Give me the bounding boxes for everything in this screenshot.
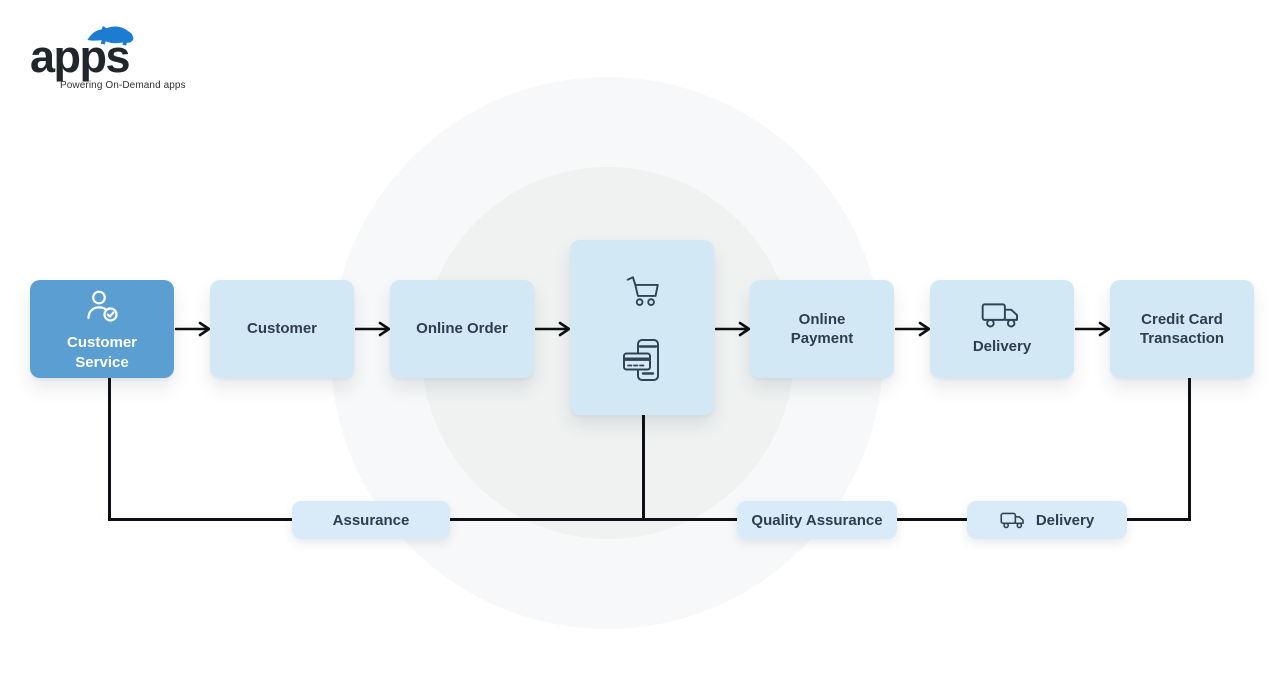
tag-label: Delivery bbox=[1035, 511, 1095, 529]
user-check-icon bbox=[87, 290, 118, 322]
brand-tagline: Powering On-Demand apps bbox=[60, 80, 186, 91]
flow-arrow-icon bbox=[175, 321, 211, 337]
connector-customer-service-down bbox=[108, 377, 111, 521]
mobile-payment-icon bbox=[623, 338, 659, 381]
delivery-truck-icon bbox=[981, 303, 1018, 328]
node-credit-card-transaction: Credit Card Transaction bbox=[1110, 280, 1254, 378]
node-cart-and-payment bbox=[570, 240, 714, 415]
flow-arrow-icon bbox=[895, 321, 931, 337]
node-delivery: Delivery bbox=[930, 280, 1074, 378]
node-label: Customer Service bbox=[66, 334, 137, 371]
flow-arrow-icon bbox=[355, 321, 391, 337]
rhino-logo-icon bbox=[87, 26, 134, 46]
tag-assurance: Assurance bbox=[292, 501, 450, 539]
node-customer: Customer bbox=[210, 280, 354, 378]
brand-name: apps bbox=[30, 31, 131, 82]
tag-delivery: Delivery bbox=[967, 501, 1127, 539]
tag-label: Assurance bbox=[332, 511, 410, 529]
brand-logo: apps Powering On-Demand apps bbox=[28, 18, 228, 96]
tag-label: Quality Assurance bbox=[751, 511, 883, 529]
node-label: Online Payment bbox=[790, 310, 854, 348]
connector-credit-card-down bbox=[1188, 377, 1191, 521]
tag-quality-assurance: Quality Assurance bbox=[737, 501, 897, 539]
flow-arrow-icon bbox=[715, 321, 751, 337]
connector-cart-box-down bbox=[642, 414, 645, 521]
flow-arrow-icon bbox=[1075, 321, 1111, 337]
node-online-order: Online Order bbox=[390, 280, 534, 378]
delivery-truck-icon bbox=[1000, 512, 1024, 528]
connector-bottom-horizontal bbox=[108, 518, 1191, 521]
flow-arrow-icon bbox=[535, 321, 571, 337]
node-label: Credit Card Transaction bbox=[1139, 310, 1225, 348]
shopping-cart-icon bbox=[626, 275, 659, 306]
node-label: Online Order bbox=[416, 320, 508, 338]
node-label: Customer bbox=[246, 320, 317, 338]
node-customer-service: Customer Service bbox=[30, 280, 174, 378]
node-label: Delivery bbox=[972, 338, 1032, 356]
node-online-payment: Online Payment bbox=[750, 280, 894, 378]
